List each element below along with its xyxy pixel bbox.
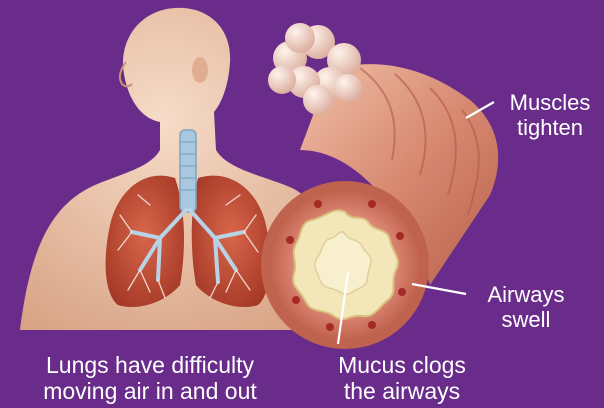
airway-cross-section <box>261 181 429 349</box>
label-mucus-clogs: Mucus clogs the airways <box>318 352 486 404</box>
label-airways-swell: Airways swell <box>472 282 580 332</box>
label-lungs-line-2: moving air in and out <box>2 378 298 404</box>
label-airways-line-1: Airways <box>472 282 580 307</box>
label-mucus-line-1: Mucus clogs <box>318 352 486 378</box>
label-airways-line-2: swell <box>472 307 580 332</box>
label-lungs-difficulty: Lungs have difficulty moving air in and … <box>2 352 298 404</box>
label-lungs-line-1: Lungs have difficulty <box>2 352 298 378</box>
label-muscles-line-1: Muscles <box>496 90 604 115</box>
label-muscles-line-2: tighten <box>496 115 604 140</box>
label-muscles-tighten: Muscles tighten <box>496 90 604 140</box>
label-mucus-line-2: the airways <box>318 378 486 404</box>
